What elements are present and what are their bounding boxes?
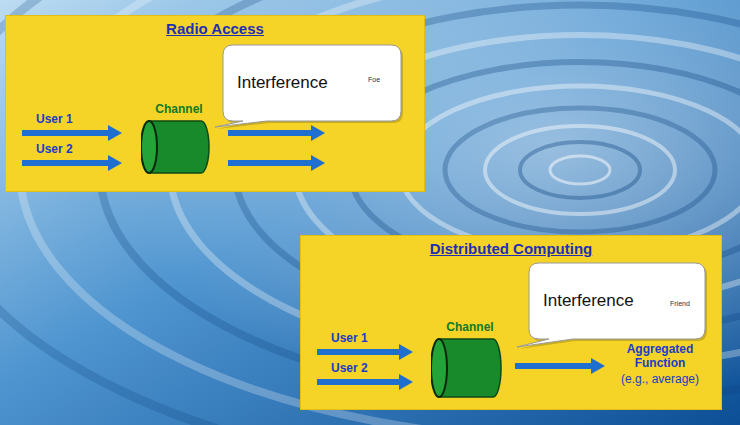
speech-bubble: Friend Interference xyxy=(529,263,705,339)
bubble-text: Interference xyxy=(237,73,328,93)
bubble-text: Interference xyxy=(543,291,634,311)
panel-title: Radio Access xyxy=(6,20,424,37)
scenario-panel: Channel Foe Interference Radio Access xyxy=(5,15,425,192)
user-label: User 2 xyxy=(331,361,368,375)
user-label: User 1 xyxy=(331,331,368,345)
channel-cylinder: Channel xyxy=(431,319,509,397)
bubble-outline xyxy=(517,263,705,347)
channel-label: Channel xyxy=(431,319,509,335)
panel-title: Distributed Computing xyxy=(301,240,721,257)
cylinder-shape xyxy=(431,338,509,398)
cylinder-body xyxy=(439,339,501,397)
channel-cylinder: Channel xyxy=(141,101,217,173)
result-label: Aggregated Function xyxy=(612,342,708,370)
cylinder-face xyxy=(431,339,447,397)
icon-text: Friend xyxy=(670,300,690,308)
icon-text: Foe xyxy=(368,76,380,84)
speech-bubble: Foe Interference xyxy=(223,45,401,121)
bubble-outline xyxy=(215,45,401,127)
cylinder-face xyxy=(141,121,157,173)
result-label: (e.g., average) xyxy=(612,372,708,386)
user-label: User 2 xyxy=(36,142,73,156)
user-label: User 1 xyxy=(36,112,73,126)
cylinder-shape xyxy=(141,120,217,174)
channel-label: Channel xyxy=(141,101,217,117)
